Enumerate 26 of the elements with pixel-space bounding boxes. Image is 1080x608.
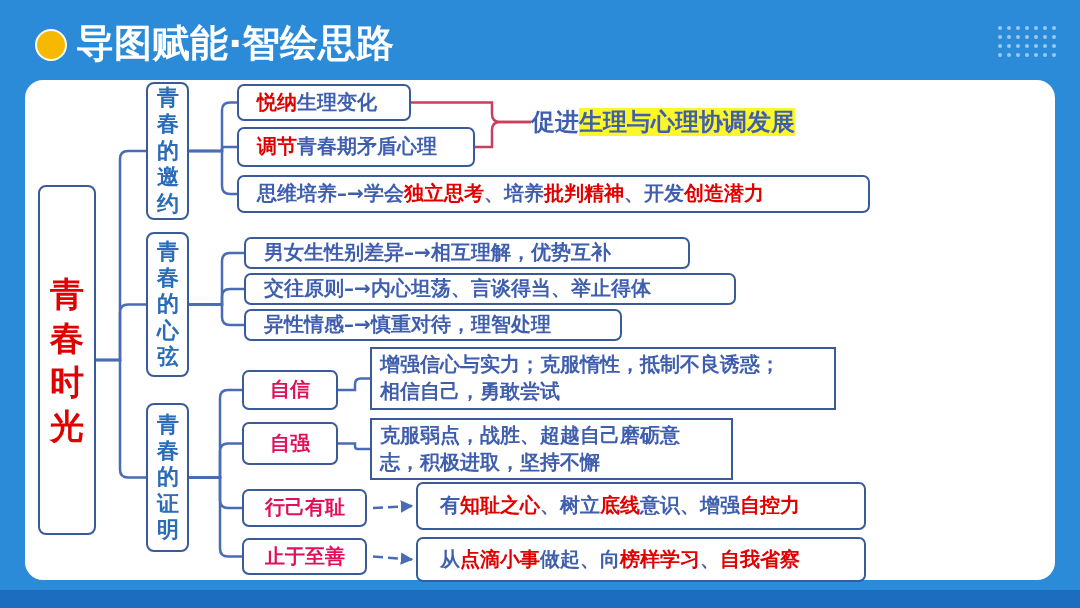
title: 导图赋能·智绘思路 <box>76 20 395 67</box>
arrow <box>372 500 414 513</box>
bracket-connector <box>338 377 370 392</box>
arrow <box>372 552 414 565</box>
text-box: 思维培养–→学会独立思考、培养批判精神、开发创造潜力 <box>237 175 870 213</box>
text-box: 调节青春期矛盾心理 <box>237 127 475 167</box>
branch-box: 青春的心弦 <box>146 232 189 377</box>
keyword-box: 行己有耻 <box>242 489 367 527</box>
text-box: 悦纳生理变化 <box>237 84 411 121</box>
branch-box: 青春的证明 <box>146 403 189 552</box>
text-box: 增强信心与实力；克服惰性，抵制不良诱惑；相信自己，勇敢尝试 <box>370 347 836 410</box>
text-box: 克服弱点，战胜、超越自己磨砺意志，积极进取，坚持不懈 <box>370 418 733 480</box>
text-box: 交往原则–→内心坦荡、言谈得当、举止得体 <box>244 273 736 305</box>
text-box: 有知耻之心、树立底线意识、增强自控力 <box>416 482 866 530</box>
text-box: 异性情感–→慎重对待，理智处理 <box>244 309 622 341</box>
text-box: 从点滴小事做起、向榜样学习、自我省察 <box>416 537 866 582</box>
keyword-box: 自强 <box>242 422 338 465</box>
bracket-connector <box>96 358 146 479</box>
bracket-connector <box>189 476 242 558</box>
bracket-connector <box>189 303 244 327</box>
bracket-connector <box>338 442 370 451</box>
keyword-box: 自信 <box>242 370 338 410</box>
keyword-box: 止于至善 <box>242 538 367 575</box>
branch-box: 青春的邀约 <box>146 82 189 220</box>
topic-box: 青春时光 <box>38 185 96 535</box>
text-box: 男女生性别差异–→相互理解，优势互补 <box>244 237 690 269</box>
